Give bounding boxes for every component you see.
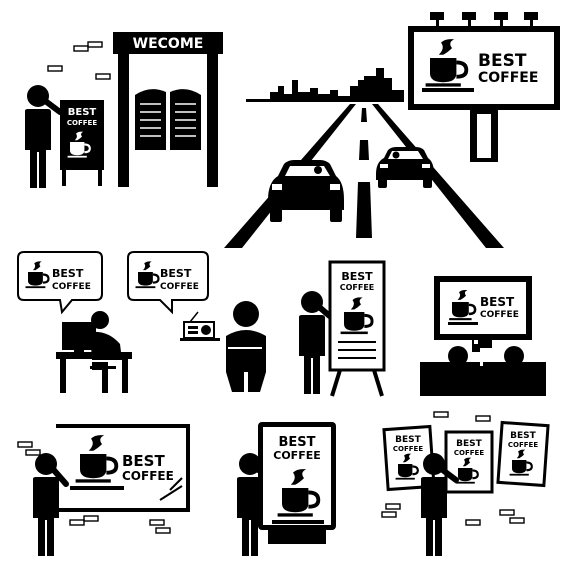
car-icon [268,160,344,222]
kiosk-coffee-text: COFFEE [273,449,320,462]
person-with-easel: BEST COFFEE [299,260,386,397]
bubble-best-text: BEST [160,267,192,280]
tv-coffee-text: COFFEE [480,310,519,320]
easel-sign: BEST COFFEE [328,260,386,397]
board-coffee-text: COFFEE [67,119,97,127]
kiosk-best-text: BEST [278,435,315,450]
billboard-best-text: BEST [478,51,527,71]
wall-best-text: BEST [122,452,165,470]
poster-coffee-text: COFFEE [454,449,484,457]
speech-bubble-computer-ad: BEST COFFEE [17,251,103,315]
highway-scene [224,68,504,248]
easel-coffee-text: COFFEE [340,283,375,292]
coffee-cup-icon [73,433,119,485]
wall-coffee-text: COFFEE [122,469,174,483]
tv-best-text: BEST [480,295,515,309]
saloon-sign: WECOME [133,36,204,52]
television-icon [434,276,532,348]
board-best-text: BEST [68,107,97,118]
billboard-coffee-text: COFFEE [478,70,538,86]
tv-viewers-sofa [420,338,546,396]
poster-coffee-text: COFFEE [508,441,538,449]
coffee-cup-icon [67,131,91,158]
sandwich-board: BEST COFFEE [60,100,104,186]
road [224,104,504,248]
billboard-lamps [430,12,538,26]
person-with-posters: BEST COFFEE BEST COFFEE BEST COFFEE [381,411,550,556]
poster-best-text: BEST [456,439,482,449]
wall-bricks-top-left [47,41,111,80]
saloon-entrance: WECOME [113,32,223,187]
saloon-doors [135,89,201,150]
bubble-coffee-text: COFFEE [52,282,91,292]
poster-right: BEST COFFEE [496,420,550,488]
person-with-kiosk-display: BEST COFFEE [237,422,336,556]
poster-coffee-text: COFFEE [393,445,423,453]
bubble-coffee-text: COFFEE [160,282,199,292]
speech-bubble-radio-ad: BEST COFFEE [127,251,209,315]
television-ad-scene: BEST COFFEE [420,276,546,396]
easel-best-text: BEST [341,270,373,283]
poster-best-text: BEST [395,435,421,445]
wall-billboard: BEST COFFEE [54,424,190,512]
radio-icon [180,311,220,341]
seated-listener [226,301,266,392]
roadside-billboard: BEST COFFEE [408,12,560,162]
kiosk-display: BEST COFFEE [258,422,336,544]
person-with-sandwich-board: BEST COFFEE [25,85,104,188]
poster-best-text: BEST [510,431,536,441]
person-at-computer [56,311,132,393]
city-skyline-icon [246,68,404,102]
poster-center: BEST COFFEE [444,430,494,494]
car-icon-distant [376,147,434,188]
bubble-best-text: BEST [52,267,84,280]
person-with-wall-billboard: BEST COFFEE [17,424,190,556]
